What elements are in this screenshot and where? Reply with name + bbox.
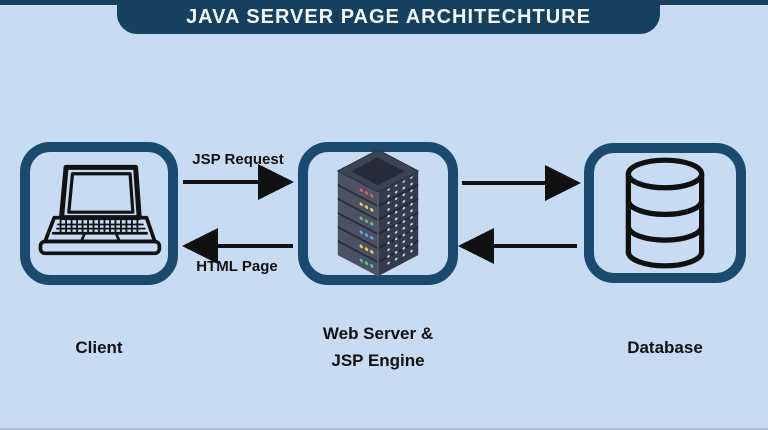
node-label-client: Client [75,338,123,357]
server-rack-icon [336,148,420,276]
laptop-icon [38,164,162,255]
title-banner: JAVA SERVER PAGE ARCHITECHTURE [117,0,660,34]
node-client [20,142,178,285]
page-title: JAVA SERVER PAGE ARCHITECHTURE [186,5,591,28]
database-cylinder-icon [625,157,705,269]
bottom-edge-strip [0,428,768,430]
node-label-database: Database [627,338,703,357]
node-label-line-2: JSP Engine [331,351,425,370]
node-label-line-1: Web Server & [322,324,434,343]
node-database [584,143,746,283]
arrow-label-jsp-request: JSP Request [192,151,284,168]
node-web-server [298,142,458,285]
arrow-label-html-page: HTML Page [196,258,278,275]
node-label-web-server: Web Server & JSP Engine [288,320,468,374]
